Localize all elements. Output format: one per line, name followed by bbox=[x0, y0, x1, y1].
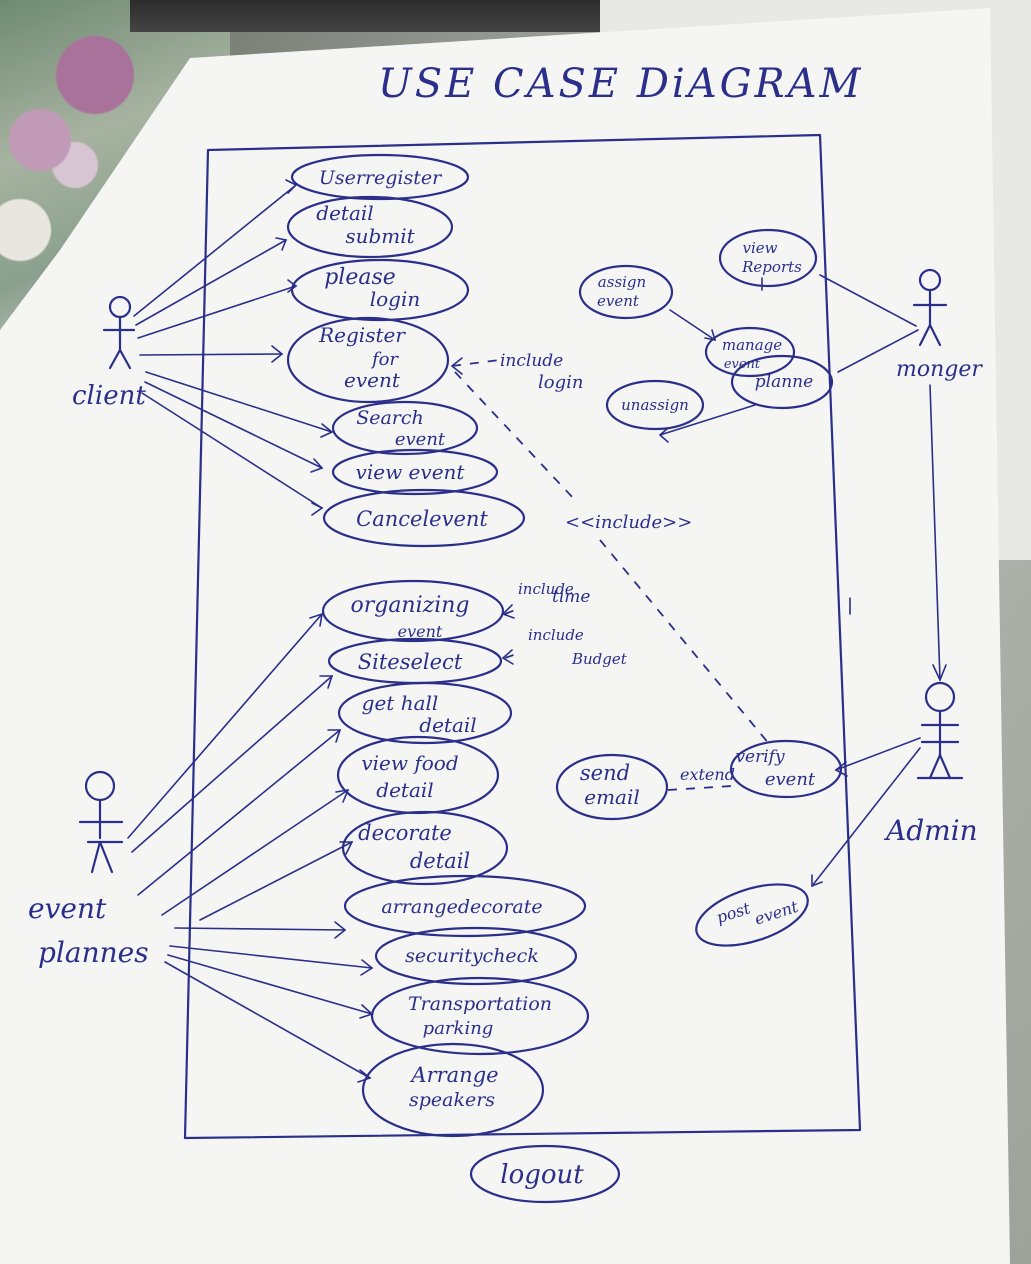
please-login-label-2: login bbox=[370, 287, 421, 311]
event-planner-label-2: plannes bbox=[38, 936, 149, 969]
arrange-speakers-label-1: Arrange bbox=[409, 1063, 498, 1087]
use-case-view-event bbox=[331, 448, 499, 496]
use-case-user-register bbox=[290, 153, 470, 201]
include-time-label-2: time bbox=[552, 587, 590, 607]
transport-label-2: parking bbox=[423, 1018, 494, 1039]
view-event-label: view event bbox=[356, 460, 466, 484]
arrange-speakers-label-2: speakers bbox=[409, 1089, 495, 1111]
use-case-unassign bbox=[605, 379, 705, 431]
use-case-assign-event bbox=[578, 264, 674, 320]
view-food-label-1: view food bbox=[361, 751, 458, 775]
system-boundary bbox=[183, 133, 862, 1140]
include-login-line bbox=[451, 359, 501, 367]
include-budget-arrow bbox=[501, 649, 514, 665]
include-budget-label-2: Budget bbox=[571, 650, 628, 668]
register-event-label-1: Register bbox=[318, 323, 406, 347]
use-case-manage-event bbox=[704, 326, 796, 378]
assign-event-label-2: event bbox=[597, 292, 640, 310]
admin-associations bbox=[811, 597, 921, 888]
cancel-event-label: Cancelevent bbox=[356, 507, 488, 531]
include-budget-label-1: include bbox=[528, 626, 584, 644]
user-register-label: Userregister bbox=[319, 167, 443, 189]
paper-sheet bbox=[0, 8, 1010, 1264]
register-event-label-3: event bbox=[344, 368, 401, 392]
get-hall-label-2: detail bbox=[419, 713, 476, 737]
include-time-label-1: include bbox=[518, 580, 574, 598]
admin-label: Admin bbox=[883, 814, 978, 847]
manager-label: monger bbox=[896, 357, 983, 382]
detail-submit-label-2: submit bbox=[345, 224, 415, 248]
use-case-send-email bbox=[555, 753, 669, 821]
manager-associations bbox=[658, 274, 919, 443]
search-event-label-2: event bbox=[395, 429, 446, 450]
background-strip bbox=[130, 0, 650, 32]
organizing-event-label-1: organizing bbox=[350, 593, 469, 618]
logout-label: logout bbox=[500, 1160, 584, 1190]
view-reports-label-2: Reports bbox=[741, 258, 802, 276]
extend-label: extend bbox=[680, 765, 735, 784]
use-case-arrange-speakers bbox=[361, 1042, 545, 1138]
manage-event-label-1: manage bbox=[722, 336, 782, 354]
use-case-get-hall-detail bbox=[337, 681, 513, 745]
get-hall-label-1: get hall bbox=[362, 691, 439, 715]
include-budget-line bbox=[504, 651, 523, 659]
use-case-arrange-decorate bbox=[343, 874, 587, 938]
view-food-label-2: detail bbox=[376, 778, 433, 802]
detail-submit-label-1: detail bbox=[316, 201, 373, 225]
admin-actor bbox=[916, 681, 964, 780]
organizing-event-label-2: event bbox=[398, 622, 443, 641]
include-time-arrow bbox=[501, 604, 515, 619]
view-reports-label-1: view bbox=[743, 239, 778, 257]
event-planner-associations bbox=[127, 612, 374, 1083]
use-case-post-event bbox=[695, 883, 809, 947]
unassign-label: unassign bbox=[621, 396, 689, 414]
send-email-label-1: send bbox=[580, 761, 630, 785]
client-label: client bbox=[72, 381, 146, 411]
use-case-decorate-detail bbox=[341, 810, 509, 886]
search-event-label-1: Search bbox=[356, 407, 424, 429]
security-check-label: securitycheck bbox=[405, 945, 539, 967]
use-case-verify-event bbox=[729, 739, 843, 799]
verify-event-label-2: event bbox=[765, 769, 816, 790]
assign-event-label-1: assign bbox=[598, 273, 646, 291]
client-associations bbox=[133, 179, 334, 516]
include-dashed-upper bbox=[454, 371, 576, 501]
planner-label: planne bbox=[755, 372, 813, 392]
use-case-detail-submit bbox=[286, 195, 454, 259]
manager-admin-line bbox=[929, 384, 941, 681]
client-actor bbox=[102, 295, 136, 370]
event-planner-actor bbox=[78, 770, 124, 874]
use-case-cancel-event bbox=[322, 488, 526, 548]
use-case-view-reports bbox=[718, 228, 818, 288]
include-login-label-2: login bbox=[538, 372, 583, 393]
use-case-planner bbox=[730, 354, 834, 410]
use-case-transportation-parking bbox=[370, 976, 590, 1056]
decorate-label-2: detail bbox=[410, 849, 470, 873]
please-login-label-1: please bbox=[324, 265, 396, 290]
use-case-organizing-event bbox=[321, 579, 505, 643]
include-dashed-lower bbox=[599, 539, 771, 746]
include-login-arrow bbox=[450, 357, 463, 375]
event-planner-label-1: event bbox=[28, 892, 107, 925]
diagram-title: USE CASE DiAGRAM bbox=[378, 61, 864, 107]
manager-admin-arrow bbox=[932, 664, 947, 683]
site-select-label: Siteselect bbox=[358, 650, 463, 674]
include-time-line bbox=[504, 607, 521, 615]
send-email-label-2: email bbox=[584, 785, 640, 809]
verify-event-label-1: verify bbox=[735, 747, 785, 767]
use-case-security-check bbox=[374, 926, 578, 986]
use-case-register-event bbox=[286, 316, 450, 404]
manager-actor bbox=[912, 268, 948, 347]
transport-label-1: Transportation bbox=[408, 993, 552, 1015]
arrange-decorate-label: arrangedecorate bbox=[381, 896, 542, 918]
include-login-label-1: include bbox=[500, 351, 563, 371]
decorate-label-1: decorate bbox=[358, 821, 452, 845]
register-event-label-2: for bbox=[370, 349, 399, 370]
use-case-logout bbox=[469, 1144, 621, 1204]
use-case-search-event bbox=[331, 400, 479, 456]
include-mid-label: <<include>> bbox=[565, 512, 692, 533]
